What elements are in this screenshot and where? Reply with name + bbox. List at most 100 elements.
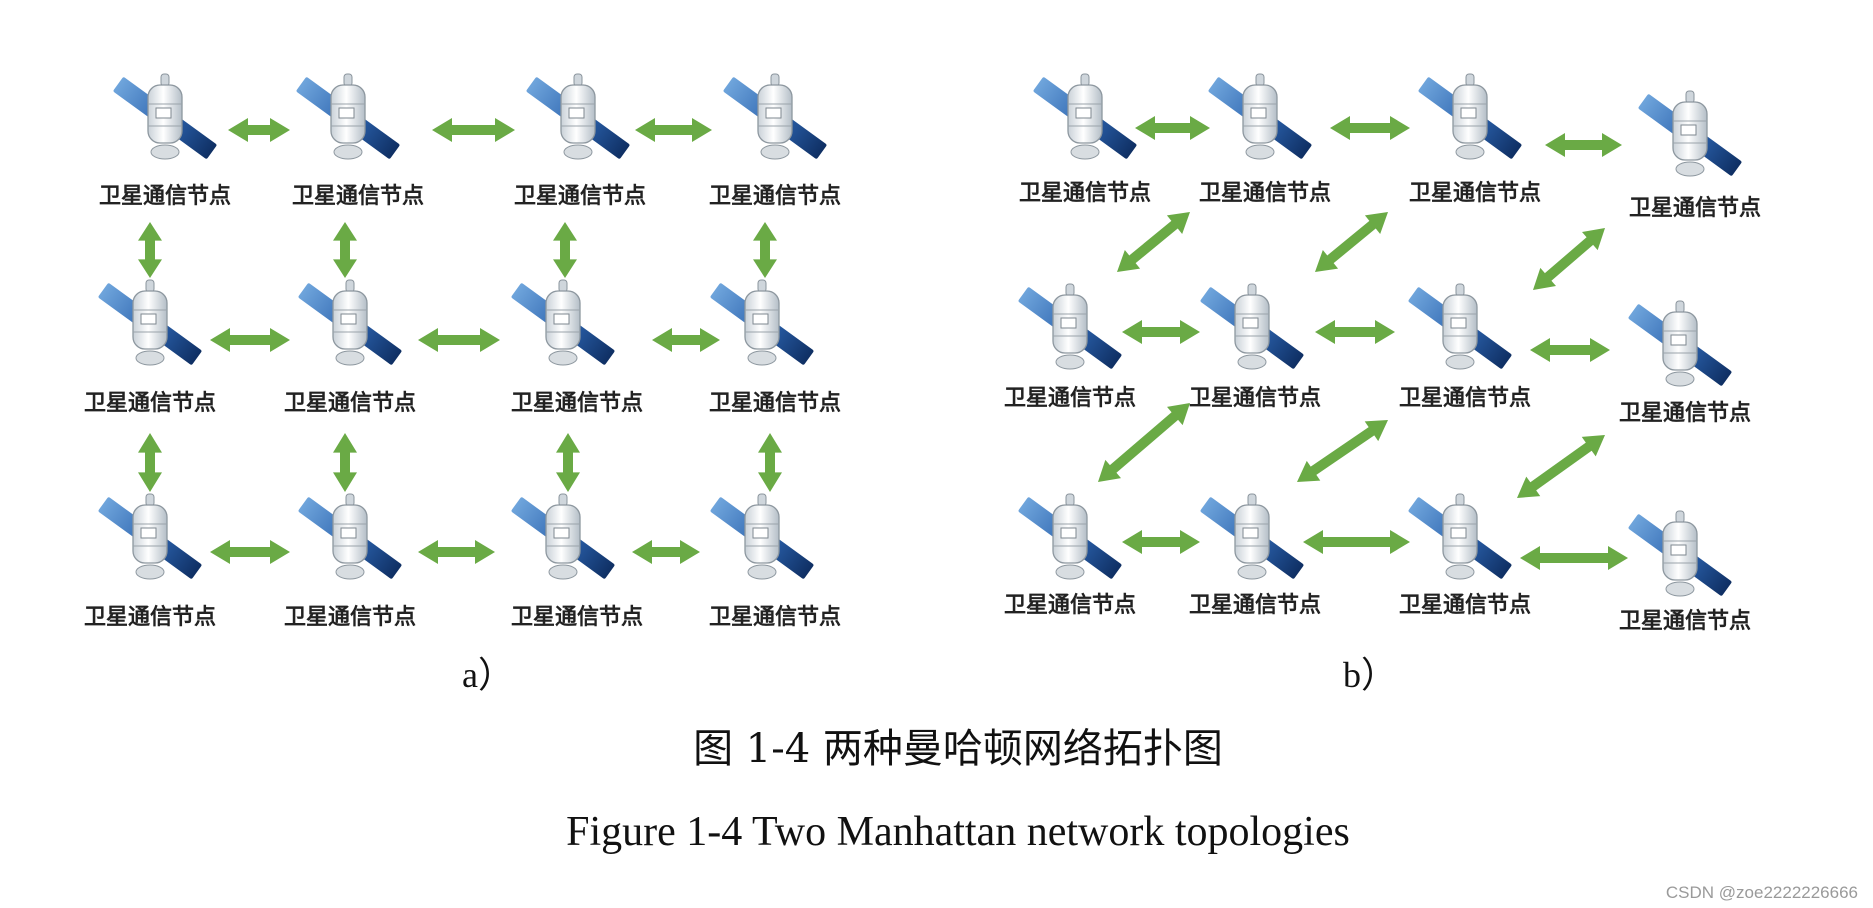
double-arrow-icon — [1303, 530, 1410, 554]
panel-b-links — [1098, 116, 1628, 570]
satellite-icon — [510, 493, 616, 581]
satellite-icon — [1017, 493, 1123, 581]
figure-caption-chinese: 图 1-4 两种曼哈顿网络拓扑图 — [693, 726, 1223, 772]
satellite-node: 卫星通信节点 — [1189, 283, 1321, 411]
double-arrow-icon — [758, 433, 782, 492]
satellite-node: 卫星通信节点 — [1189, 493, 1321, 618]
satellite-node: 卫星通信节点 — [1399, 283, 1531, 411]
node-label: 卫星通信节点 — [284, 604, 416, 630]
double-arrow-icon — [556, 433, 580, 492]
panel-a-label: a） — [462, 655, 514, 695]
satellite-node: 卫星通信节点 — [284, 279, 416, 416]
node-label: 卫星通信节点 — [1399, 385, 1531, 411]
double-arrow-icon — [418, 540, 495, 564]
node-label: 卫星通信节点 — [84, 390, 216, 416]
satellite-icon — [1417, 73, 1523, 161]
satellite-icon — [525, 73, 631, 161]
panel-b-nodes: 卫星通信节点卫星通信节点卫星通信节点卫星通信节点卫星通信节点卫星通信节点卫星通信… — [1004, 73, 1761, 634]
node-label: 卫星通信节点 — [1019, 180, 1151, 206]
double-arrow-icon — [635, 118, 712, 142]
panel-a-links — [138, 118, 782, 564]
satellite-icon — [297, 279, 403, 367]
satellite-node: 卫星通信节点 — [1019, 73, 1151, 206]
satellite-icon — [112, 73, 218, 161]
double-arrow-icon — [1315, 320, 1395, 344]
double-arrow-icon — [652, 328, 720, 352]
satellite-node: 卫星通信节点 — [99, 73, 231, 209]
double-arrow-icon — [632, 540, 700, 564]
double-arrow-icon — [1297, 419, 1389, 482]
satellite-icon — [1407, 493, 1513, 581]
panel-a-diagram: 卫星通信节点卫星通信节点卫星通信节点卫星通信节点卫星通信节点卫星通信节点卫星通信… — [84, 73, 841, 630]
satellite-icon — [297, 493, 403, 581]
satellite-icon — [722, 73, 828, 161]
satellite-icon — [1207, 73, 1313, 161]
double-arrow-icon — [553, 222, 577, 278]
node-label: 卫星通信节点 — [1409, 180, 1541, 206]
double-arrow-icon — [1330, 116, 1410, 140]
node-label: 卫星通信节点 — [84, 604, 216, 630]
satellite-node: 卫星通信节点 — [1199, 73, 1331, 206]
satellite-node: 卫星通信节点 — [84, 493, 216, 630]
node-label: 卫星通信节点 — [709, 390, 841, 416]
double-arrow-icon — [1117, 211, 1191, 272]
satellite-node: 卫星通信节点 — [1004, 283, 1136, 411]
double-arrow-icon — [333, 222, 357, 278]
node-label: 卫星通信节点 — [1189, 385, 1321, 411]
double-arrow-icon — [210, 328, 290, 352]
double-arrow-icon — [1545, 133, 1622, 157]
double-arrow-icon — [1530, 338, 1610, 362]
satellite-icon — [1627, 510, 1733, 598]
satellite-node: 卫星通信节点 — [709, 279, 841, 416]
double-arrow-icon — [1098, 403, 1190, 482]
double-arrow-icon — [1517, 434, 1606, 498]
panel-a-nodes: 卫星通信节点卫星通信节点卫星通信节点卫星通信节点卫星通信节点卫星通信节点卫星通信… — [84, 73, 841, 630]
double-arrow-icon — [1135, 116, 1210, 140]
satellite-icon — [709, 493, 815, 581]
satellite-node: 卫星通信节点 — [84, 279, 216, 416]
satellite-node: 卫星通信节点 — [1004, 493, 1136, 618]
satellite-node: 卫星通信节点 — [514, 73, 646, 209]
node-label: 卫星通信节点 — [709, 604, 841, 630]
node-label: 卫星通信节点 — [292, 183, 424, 209]
satellite-node: 卫星通信节点 — [284, 493, 416, 630]
satellite-node: 卫星通信节点 — [1619, 300, 1751, 426]
node-label: 卫星通信节点 — [1199, 180, 1331, 206]
satellite-icon — [1032, 73, 1138, 161]
double-arrow-icon — [1122, 320, 1200, 344]
node-label: 卫星通信节点 — [1619, 400, 1751, 426]
satellite-icon — [1627, 300, 1733, 388]
node-label: 卫星通信节点 — [511, 390, 643, 416]
node-label: 卫星通信节点 — [1004, 592, 1136, 618]
double-arrow-icon — [138, 222, 162, 278]
double-arrow-icon — [138, 433, 162, 492]
double-arrow-icon — [228, 118, 290, 142]
satellite-node: 卫星通信节点 — [1619, 510, 1751, 634]
satellite-node: 卫星通信节点 — [709, 73, 841, 209]
node-label: 卫星通信节点 — [99, 183, 231, 209]
satellite-icon — [510, 279, 616, 367]
node-label: 卫星通信节点 — [1399, 592, 1531, 618]
satellite-icon — [1017, 283, 1123, 371]
node-label: 卫星通信节点 — [284, 390, 416, 416]
double-arrow-icon — [418, 328, 500, 352]
double-arrow-icon — [333, 433, 357, 492]
satellite-icon — [709, 279, 815, 367]
figure-caption-english: Figure 1-4 Two Manhattan network topolog… — [566, 809, 1350, 855]
satellite-icon — [295, 73, 401, 161]
satellite-icon — [97, 493, 203, 581]
node-label: 卫星通信节点 — [1189, 592, 1321, 618]
satellite-icon — [1407, 283, 1513, 371]
node-label: 卫星通信节点 — [1619, 608, 1751, 634]
panel-b-diagram: 卫星通信节点卫星通信节点卫星通信节点卫星通信节点卫星通信节点卫星通信节点卫星通信… — [1004, 73, 1761, 634]
node-label: 卫星通信节点 — [709, 183, 841, 209]
double-arrow-icon — [1533, 227, 1606, 290]
double-arrow-icon — [1315, 211, 1389, 272]
satellite-node: 卫星通信节点 — [709, 493, 841, 630]
satellite-node: 卫星通信节点 — [510, 279, 643, 416]
double-arrow-icon — [753, 222, 777, 278]
double-arrow-icon — [1122, 530, 1200, 554]
satellite-node: 卫星通信节点 — [1399, 493, 1531, 618]
satellite-icon — [97, 279, 203, 367]
